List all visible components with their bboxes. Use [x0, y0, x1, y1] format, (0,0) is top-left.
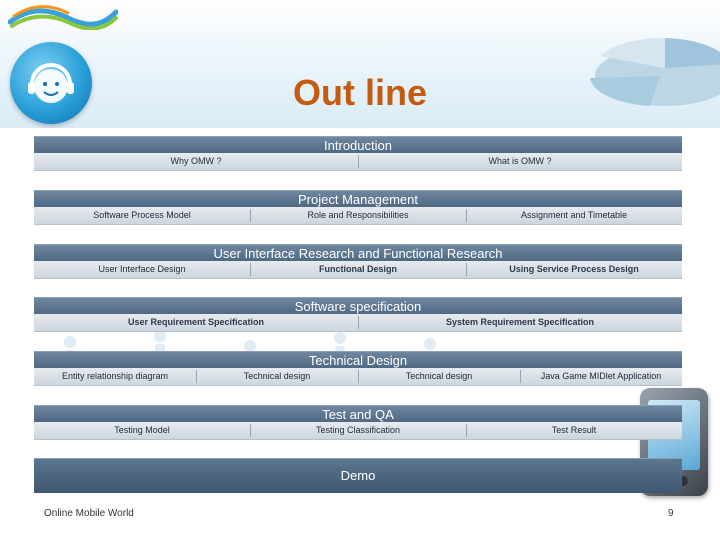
item-divider: [466, 263, 467, 276]
section-title: Introduction: [34, 136, 682, 154]
section-item: Entity relationship diagram: [61, 371, 169, 381]
section-item: Role and Responsibilities: [307, 210, 409, 220]
section-item: Using Service Process Design: [509, 264, 639, 274]
item-divider: [358, 370, 359, 383]
section-introduction: Introduction Why OMW ? What is OMW ?: [34, 136, 682, 171]
section-item: Technical design: [243, 371, 311, 381]
section-item: Test Result: [551, 425, 597, 435]
section-item: Functional Design: [318, 264, 397, 274]
section-items: Software Process Model Role and Responsi…: [34, 207, 682, 225]
pie-chart-decoration-icon: [590, 37, 720, 106]
section-ui-research: User Interface Research and Functional R…: [34, 244, 682, 279]
section-title: Project Management: [34, 190, 682, 208]
section-item: User Requirement Specification: [127, 317, 265, 327]
section-items: Why OMW ? What is OMW ?: [34, 153, 682, 171]
item-divider: [466, 424, 467, 437]
page-title: Out line: [293, 72, 427, 113]
section-project-management: Project Management Software Process Mode…: [34, 190, 682, 225]
section-item: Technical design: [405, 371, 473, 381]
item-divider: [466, 209, 467, 222]
page-number: 9: [668, 508, 674, 519]
section-items: Entity relationship diagram Technical de…: [34, 368, 682, 386]
company-logo: [8, 5, 118, 30]
item-divider: [196, 370, 197, 383]
footer-text: Online Mobile World: [44, 508, 134, 519]
item-divider: [250, 209, 251, 222]
section-item: Assignment and Timetable: [520, 210, 628, 220]
section-item: Testing Classification: [315, 425, 401, 435]
item-divider: [358, 316, 359, 329]
section-item: Java Game MIDlet Application: [540, 371, 662, 381]
header-band: [0, 0, 720, 128]
section-item: Testing Model: [114, 425, 170, 435]
section-item: Why OMW ?: [170, 156, 222, 166]
section-title: Software specification: [34, 297, 682, 315]
section-test-qa: Test and QA Testing Model Testing Classi…: [34, 405, 682, 440]
section-title: User Interface Research and Functional R…: [34, 244, 682, 262]
section-item: What is OMW ?: [488, 156, 552, 166]
section-items: User Interface Design Functional Design …: [34, 261, 682, 279]
item-divider: [250, 263, 251, 276]
item-divider: [358, 155, 359, 168]
section-title: Technical Design: [34, 351, 682, 369]
item-divider: [520, 370, 521, 383]
section-items: Testing Model Testing Classification Tes…: [34, 422, 682, 440]
section-demo: Demo: [34, 458, 682, 493]
section-software-specification: Software specification User Requirement …: [34, 297, 682, 332]
item-divider: [250, 424, 251, 437]
section-item: System Requirement Specification: [445, 317, 595, 327]
section-item: Software Process Model: [93, 210, 191, 220]
headset-avatar-icon: [10, 42, 92, 124]
section-items: User Requirement Specification System Re…: [34, 314, 682, 332]
section-title: Test and QA: [34, 405, 682, 423]
section-technical-design: Technical Design Entity relationship dia…: [34, 351, 682, 386]
section-title: Demo: [340, 468, 376, 483]
section-item: User Interface Design: [98, 264, 186, 274]
